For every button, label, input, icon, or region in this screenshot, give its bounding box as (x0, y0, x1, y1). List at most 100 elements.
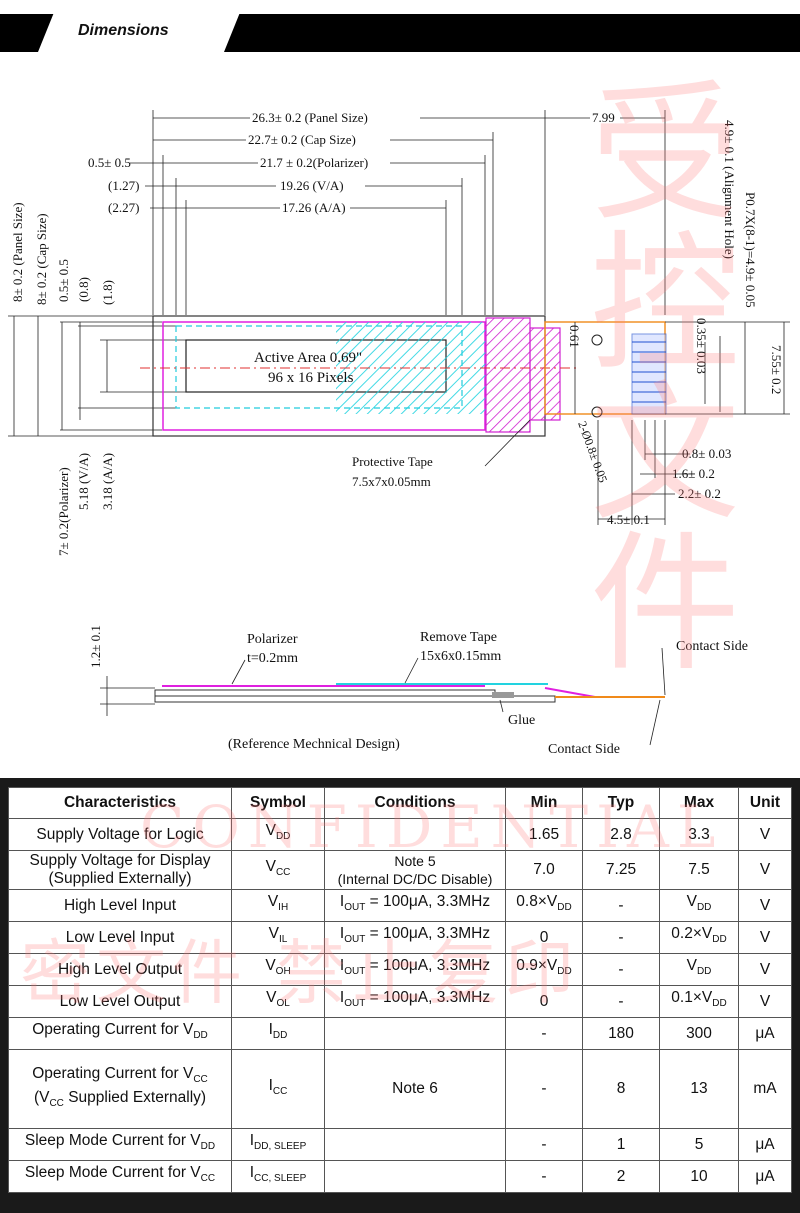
dim-d2: 1.6± 0.2 (672, 466, 715, 481)
header-conditions: Conditions (324, 787, 506, 819)
cell-max: 5 (659, 1128, 739, 1161)
cell-unit: V (738, 953, 792, 986)
cell-typ: - (582, 921, 660, 954)
cell-unit: V (738, 889, 792, 922)
cell-condition (324, 1160, 506, 1193)
side-polarizer-thickness: t=0.2mm (247, 651, 298, 666)
cell-max: 3.3 (659, 818, 739, 851)
dim-cap-size: 22.7± 0.2 (Cap Size) (248, 132, 356, 147)
dim-pin-pitch: P0.7X(8-1)=4.9± 0.05 (743, 192, 758, 308)
cell-max: 0.1×VDD (659, 985, 739, 1018)
fpc-pins (631, 333, 667, 415)
cell-typ: 1 (582, 1128, 660, 1161)
cell-symbol: ICC (231, 1049, 325, 1129)
cell-condition: IOUT = 100μA, 3.3MHz (324, 953, 506, 986)
dim-offset-1: 0.5± 0.5 (56, 259, 71, 302)
cell-symbol: ICC, SLEEP (231, 1160, 325, 1193)
dim-pin-width: 0.35± 0.03 (694, 318, 709, 374)
cell-max: 0.2×VDD (659, 921, 739, 954)
table-row: High Level Output VOH IOUT = 100μA, 3.3M… (8, 953, 792, 986)
cell-symbol: IDD, SLEEP (231, 1128, 325, 1161)
alignment-hole-top (591, 334, 603, 346)
cell-min: - (505, 1160, 583, 1193)
remove-tape-label: Remove Tape (420, 630, 497, 645)
header-symbol: Symbol (231, 787, 325, 819)
cell-min: - (505, 1049, 583, 1129)
cell-condition: IOUT = 100μA, 3.3MHz (324, 921, 506, 954)
cell-min: - (505, 1017, 583, 1050)
protective-tape-size: 7.5x7x0.05mm (352, 474, 431, 489)
cell-symbol: VDD (231, 818, 325, 851)
cell-typ: - (582, 953, 660, 986)
cell-max: 7.5 (659, 850, 739, 890)
contact-side-bottom: Contact Side (548, 742, 620, 757)
cell-characteristic: Low Level Input (8, 921, 232, 954)
table-row: Low Level Output VOL IOUT = 100μA, 3.3MH… (8, 985, 792, 1018)
side-view (100, 647, 666, 746)
cell-typ: 180 (582, 1017, 660, 1050)
glue-label: Glue (508, 713, 535, 728)
dim-polarizer: 21.7 ± 0.2(Polarizer) (260, 155, 368, 170)
cell-characteristic: Operating Current for VCC(VCC Supplied E… (8, 1049, 232, 1129)
cell-min: 1.65 (505, 818, 583, 851)
cell-symbol: VIL (231, 921, 325, 954)
cell-unit: μA (738, 1128, 792, 1161)
cell-symbol: VOH (231, 953, 325, 986)
dim-cap-height: 8± 0.2 (Cap Size) (34, 213, 49, 305)
dim-aa-offset: (2.27) (108, 200, 139, 215)
cell-min: 0.8×VDD (505, 889, 583, 922)
dim-panel-size: 26.3± 0.2 (Panel Size) (252, 110, 368, 125)
dim-hole-diameter: 2-Ø0.8± 0.05 (575, 419, 610, 484)
dim-polarizer-height: 7± 0.2(Polarizer) (56, 467, 71, 556)
dim-aa-height: 3.18 (A/A) (100, 453, 115, 510)
cell-symbol: VOL (231, 985, 325, 1018)
table-row: Sleep Mode Current for VDD IDD, SLEEP - … (8, 1128, 792, 1161)
cell-max: VDD (659, 953, 739, 986)
cell-condition: Note 5(Internal DC/DC Disable) (324, 850, 506, 890)
alignment-hole-bottom (591, 406, 603, 418)
table-row: High Level Input VIH IOUT = 100μA, 3.3MH… (8, 889, 792, 922)
left-dimension-lines (8, 315, 190, 437)
cell-unit: V (738, 921, 792, 954)
cell-characteristic: Operating Current for VDD (8, 1017, 232, 1050)
va-outline (175, 325, 463, 409)
section-title: Dimensions (78, 22, 169, 39)
cell-max: VDD (659, 889, 739, 922)
pixel-label: 96 x 16 Pixels (268, 370, 354, 386)
cell-typ: 2 (582, 1160, 660, 1193)
cell-min: 0 (505, 985, 583, 1018)
spec-table: Characteristics Symbol Conditions Min Ty… (8, 787, 792, 1193)
protective-tape-area (485, 317, 531, 433)
cell-condition (324, 1128, 506, 1161)
dim-aa: 17.26 (A/A) (282, 200, 346, 215)
cell-min: 7.0 (505, 850, 583, 890)
header-min: Min (505, 787, 583, 819)
cell-max: 300 (659, 1017, 739, 1050)
remove-tape-size: 15x6x0.15mm (420, 649, 501, 664)
table-row: Supply Voltage for Display(Supplied Exte… (8, 850, 792, 890)
table-row: Sleep Mode Current for VCC ICC, SLEEP - … (8, 1160, 792, 1193)
cell-unit: V (738, 818, 792, 851)
dim-panel-height: 8± 0.2 (Panel Size) (10, 202, 25, 302)
header-typ: Typ (582, 787, 660, 819)
cell-condition: IOUT = 100μA, 3.3MHz (324, 985, 506, 1018)
cell-min: 0.9×VDD (505, 953, 583, 986)
dim-alignment-hole: 4.9± 0.1 (Alignment Hole) (722, 120, 737, 259)
dim-d4: 4.5± 0.1 (607, 512, 650, 527)
cell-min: - (505, 1128, 583, 1161)
dim-gap: 0.61 (567, 325, 582, 348)
dim-offset-2: (0.8) (76, 277, 91, 302)
spec-table-container: Characteristics Symbol Conditions Min Ty… (0, 778, 800, 1213)
table-header-row: Characteristics Symbol Conditions Min Ty… (8, 787, 792, 819)
table-row: Supply Voltage for Logic VDD 1.65 2.8 3.… (8, 818, 792, 851)
cell-min: 0 (505, 921, 583, 954)
cell-characteristic: Sleep Mode Current for VCC (8, 1160, 232, 1193)
cell-condition: Note 6 (324, 1049, 506, 1129)
cell-unit: μA (738, 1017, 792, 1050)
cell-characteristic: Supply Voltage for Logic (8, 818, 232, 851)
mechanical-drawing: 26.3± 0.2 (Panel Size) 22.7± 0.2 (Cap Si… (8, 110, 790, 757)
cell-characteristic: Low Level Output (8, 985, 232, 1018)
dim-fpc-height: 7.55± 0.2 (769, 345, 784, 394)
table-row: Operating Current for VCC(VCC Supplied E… (8, 1049, 792, 1129)
protective-tape-label: Protective Tape (352, 454, 433, 469)
